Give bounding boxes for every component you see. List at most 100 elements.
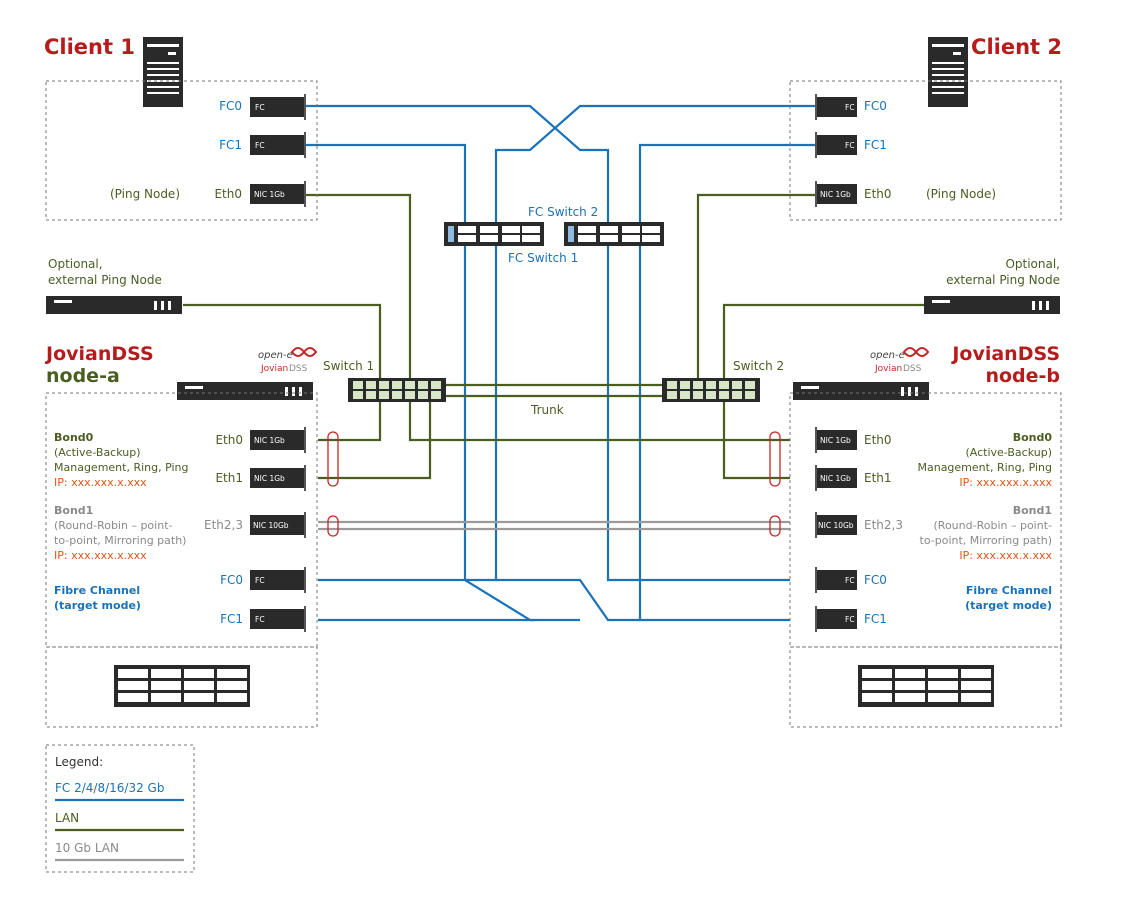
- disk-array-icon: [114, 665, 250, 707]
- server-tower-icon: [928, 37, 968, 107]
- nic-card-icon: NIC 1Gb: [250, 427, 306, 453]
- svg-text:Eth0: Eth0: [864, 433, 892, 447]
- fc-card-icon: FC: [250, 606, 306, 632]
- svg-text:Optional,: Optional,: [1005, 257, 1060, 271]
- client-1-box: [45, 80, 318, 221]
- fc-card-icon: FC: [815, 606, 857, 632]
- ping-node-right: Optional, external Ping Node: [924, 257, 1060, 314]
- svg-text:(Round-Robin – point-: (Round-Robin – point-: [934, 519, 1053, 532]
- switch-2-label: Switch 2: [733, 359, 784, 373]
- client-1-fc0-label: FC0: [219, 99, 242, 113]
- fc-links: [306, 104, 817, 622]
- fc-switch-2-label: FC Switch 2: [528, 205, 598, 219]
- svg-text:NIC 1Gb: NIC 1Gb: [254, 474, 285, 483]
- svg-text:FC: FC: [255, 615, 265, 624]
- svg-text:FC: FC: [845, 615, 855, 624]
- svg-text:Management, Ring, Ping: Management, Ring, Ping: [54, 461, 189, 474]
- nic-card-icon: NIC 1Gb: [815, 181, 857, 207]
- fc-card-icon: FC: [250, 132, 306, 158]
- rack-server-icon: [793, 382, 929, 400]
- client-2-fc1-label: FC1: [864, 138, 887, 152]
- lan-switches: Switch 1 Switch 2: [323, 359, 784, 417]
- svg-text:open-e: open-e: [258, 350, 293, 361]
- fc-card-icon: FC: [815, 132, 857, 158]
- svg-text:IP: xxx.xxx.x.xxx: IP: xxx.xxx.x.xxx: [959, 549, 1052, 562]
- svg-text:Eth2,3: Eth2,3: [204, 518, 243, 532]
- nic10-card-icon: NIC 10Gb: [815, 512, 857, 538]
- svg-text:NIC 10Gb: NIC 10Gb: [253, 521, 289, 530]
- svg-text:FC0: FC0: [220, 573, 243, 587]
- svg-text:Management, Ring, Ping: Management, Ring, Ping: [917, 461, 1052, 474]
- ping-node-left: Optional, external Ping Node: [46, 257, 182, 314]
- nic-card-icon: NIC 1Gb: [250, 181, 306, 207]
- legend-lan-label: LAN: [55, 811, 79, 825]
- svg-text:Jovian: Jovian: [874, 364, 902, 374]
- svg-text:FC: FC: [845, 103, 855, 112]
- svg-text:external Ping Node: external Ping Node: [48, 273, 162, 287]
- svg-text:DSS: DSS: [903, 364, 922, 374]
- fc-switches: FC Switch 2 FC Switch 1: [444, 205, 664, 265]
- svg-text:IP: xxx.xxx.x.xxx: IP: xxx.xxx.x.xxx: [959, 476, 1052, 489]
- svg-text:FC: FC: [255, 141, 265, 150]
- svg-text:(Active-Backup): (Active-Backup): [54, 446, 141, 459]
- svg-text:to-point, Mirroring path): to-point, Mirroring path): [54, 534, 186, 547]
- svg-text:FC: FC: [845, 576, 855, 585]
- disk-array-icon: [858, 665, 994, 707]
- client-2: Client 2 FC FC0 FC FC1 NIC: [789, 35, 1062, 221]
- svg-text:external Ping Node: external Ping Node: [946, 273, 1060, 287]
- node-a: JovianDSS node-a open-e Jovian DSS Bond0…: [44, 343, 339, 728]
- svg-text:Eth0: Eth0: [215, 433, 243, 447]
- node-b-subtitle: node-b: [985, 365, 1060, 387]
- bond-ring-icon: [327, 431, 339, 537]
- legend-box: [45, 744, 195, 873]
- client-2-ping-label: (Ping Node): [926, 187, 996, 201]
- svg-text:FC: FC: [255, 576, 265, 585]
- node-a-subtitle: node-a: [46, 365, 120, 387]
- svg-text:(Active-Backup): (Active-Backup): [965, 446, 1052, 459]
- nic10-card-icon: NIC 10Gb: [250, 512, 306, 538]
- bond-ring-icon: [769, 431, 781, 537]
- fc-card-icon: FC: [250, 94, 306, 120]
- svg-text:NIC 10Gb: NIC 10Gb: [818, 521, 854, 530]
- node-b-box: [789, 392, 1062, 648]
- svg-text:Bond0: Bond0: [54, 431, 94, 444]
- client-1-eth0-label: Eth0: [214, 187, 242, 201]
- svg-text:Jovian: Jovian: [260, 364, 288, 374]
- fc-switch-2-icon: [564, 222, 664, 246]
- svg-text:FC1: FC1: [220, 612, 243, 626]
- svg-text:IP: xxx.xxx.x.xxx: IP: xxx.xxx.x.xxx: [54, 476, 147, 489]
- legend: Legend: FC 2/4/8/16/32 Gb LAN 10 Gb LAN: [45, 744, 195, 873]
- svg-text:FC: FC: [255, 103, 265, 112]
- svg-text:FC: FC: [845, 141, 855, 150]
- svg-text:open-e: open-e: [870, 350, 905, 361]
- client-1: Client 1 FC0 FC FC1 FC (Ping Node) Eth0: [44, 35, 318, 221]
- svg-text:to-point, Mirroring path): to-point, Mirroring path): [920, 534, 1052, 547]
- svg-text:NIC 1Gb: NIC 1Gb: [820, 436, 851, 445]
- node-b-title: JovianDSS: [950, 343, 1060, 365]
- node-b-storage-box: [789, 646, 1062, 728]
- fc-switch-1-label: FC Switch 1: [508, 251, 578, 265]
- svg-text:NIC 1Gb: NIC 1Gb: [254, 190, 285, 199]
- open-e-logo: open-e Jovian DSS: [870, 347, 930, 374]
- svg-text:Bond0: Bond0: [1013, 431, 1053, 444]
- rack-server-icon: [177, 382, 313, 400]
- fc-switch-1-icon: [444, 222, 544, 246]
- svg-text:Eth2,3: Eth2,3: [864, 518, 903, 532]
- svg-text:(Round-Robin – point-: (Round-Robin – point-: [54, 519, 173, 532]
- switch-1-icon: [348, 378, 446, 402]
- svg-text:Eth1: Eth1: [864, 471, 892, 485]
- nic-card-icon: NIC 1Gb: [815, 465, 857, 491]
- svg-text:(target mode): (target mode): [54, 599, 141, 612]
- fc-card-icon: FC: [815, 94, 857, 120]
- svg-text:DSS: DSS: [289, 364, 308, 374]
- server-tower-icon: [143, 37, 183, 107]
- client-2-eth0-label: Eth0: [864, 187, 892, 201]
- svg-text:FC1: FC1: [864, 612, 887, 626]
- lan-links: [183, 193, 940, 480]
- rack-server-icon: [46, 296, 182, 314]
- client-1-title: Client 1: [44, 35, 135, 59]
- node-b: JovianDSS node-b open-e Jovian DSS Bond0…: [769, 343, 1062, 728]
- svg-text:Fibre Channel: Fibre Channel: [54, 584, 140, 597]
- svg-text:Bond1: Bond1: [54, 504, 93, 517]
